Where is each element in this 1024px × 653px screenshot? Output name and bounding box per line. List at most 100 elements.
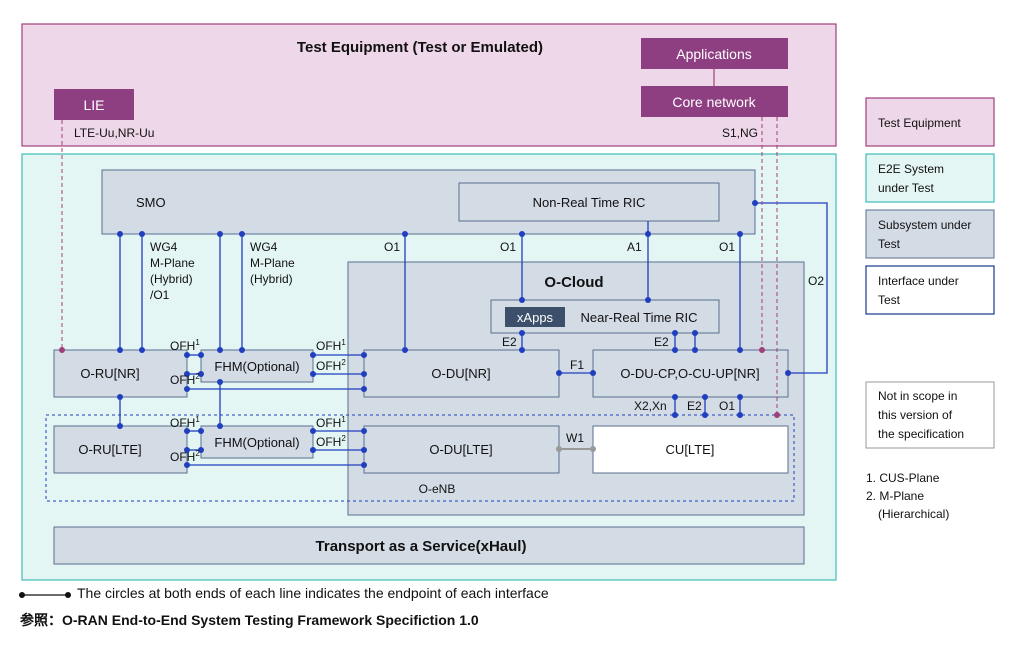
oenb-label: O-eNB <box>419 482 456 496</box>
legend-not-in-scope-swatch <box>865 381 995 449</box>
odu-nr-box <box>363 349 560 398</box>
legend-not-in-scope-line3: the specification <box>878 427 964 441</box>
wg4-left-line4: /O1 <box>150 288 170 302</box>
o2-label: O2 <box>808 274 824 288</box>
svg-text:OFH1: OFH1 <box>316 415 346 430</box>
ofh1-lte-a: OFH <box>170 416 195 430</box>
near-rt-ric-label: Near-Real Time RIC <box>580 310 697 325</box>
xapps-box <box>505 307 565 327</box>
svg-text:OFH2: OFH2 <box>316 358 346 373</box>
interface-labels: WG4 M-Plane (Hybrid) /O1 WG4 M-Plane (Hy… <box>150 240 824 464</box>
legend-test-equipment-swatch <box>865 97 995 147</box>
ofh2-lte-b-sup: 2 <box>341 434 346 443</box>
non-rt-ric-label: Non-Real Time RIC <box>533 195 646 210</box>
odu-cp-cu-up-box <box>592 349 789 398</box>
svg-text:OFH1: OFH1 <box>170 338 200 353</box>
legend-not-in-scope-line2: this version of <box>878 408 953 422</box>
svg-text:OFH2: OFH2 <box>170 449 200 464</box>
fhm-lte-box <box>200 425 314 459</box>
legend-e2e-swatch <box>865 153 995 203</box>
transport-box <box>53 526 805 565</box>
wg4-right-line3: (Hybrid) <box>250 272 293 286</box>
fhm-nr-label: FHM(Optional) <box>214 359 299 374</box>
xapps-label: xApps <box>517 310 554 325</box>
oru-nr-box <box>53 349 188 398</box>
endpoint-dots <box>59 200 791 468</box>
ofh1-lte-b: OFH <box>316 416 341 430</box>
oru-lte-label: O-RU[LTE] <box>78 442 141 457</box>
ofh1-lte-a-sup: 1 <box>195 415 200 424</box>
legend-interface-line2: Test <box>878 293 901 307</box>
legend-e2e-line2: under Test <box>878 181 934 195</box>
endpoint-note: The circles at both ends of each line in… <box>77 585 549 601</box>
legend-test-equipment: Test Equipment <box>878 116 961 130</box>
wg4-right-line2: M-Plane <box>250 256 295 270</box>
reference-note: 参照：O-RAN End-to-End System Testing Frame… <box>20 612 479 628</box>
e2-bottom-label: E2 <box>687 399 702 413</box>
ofh1-nr-b: OFH <box>316 339 341 353</box>
legend-note-2b: (Hierarchical) <box>878 507 949 521</box>
x2xn-label: X2,Xn <box>634 399 667 413</box>
legend-subsystem-line2: Test <box>878 237 901 251</box>
core-network-box <box>641 86 788 117</box>
wg4-left-line2: M-Plane <box>150 256 195 270</box>
lie-label: LIE <box>83 97 104 113</box>
ofh2-nr-b-sup: 2 <box>341 358 346 367</box>
o1-ric-label: O1 <box>500 240 516 254</box>
f1-label: F1 <box>570 358 584 372</box>
applications-label: Applications <box>676 46 752 62</box>
svg-text:OFH1: OFH1 <box>316 338 346 353</box>
legend-note-1: 1. CUS-Plane <box>866 471 940 485</box>
transport-label: Transport as a Service(xHaul) <box>316 538 527 555</box>
legend-e2e-line1: E2E System <box>878 162 944 176</box>
ofh2-nr-a-sup: 2 <box>195 372 200 381</box>
ofh1-nr-b-sup: 1 <box>341 338 346 347</box>
odu-lte-label: O-DU[LTE] <box>429 442 492 457</box>
oru-lte-box <box>53 425 188 474</box>
cu-lte-box <box>592 425 789 474</box>
non-rt-ric-box <box>458 182 720 222</box>
lie-iface-label: LTE-Uu,NR-Uu <box>74 126 154 140</box>
fhm-nr-box <box>200 349 314 383</box>
cu-lte-label: CU[LTE] <box>666 442 715 457</box>
ofh2-nr-b: OFH <box>316 359 341 373</box>
test-equipment-title: Test Equipment (Test or Emulated) <box>297 39 543 56</box>
w1-label: W1 <box>566 431 584 445</box>
o1-bottom-label: O1 <box>719 399 735 413</box>
endpoint-line-sample <box>19 592 71 598</box>
legend-note-2: 2. M-Plane <box>866 489 924 503</box>
applications-box <box>641 38 788 69</box>
e2-cp-label: E2 <box>654 335 669 349</box>
oenb-region <box>45 414 795 502</box>
wg4-right-line1: WG4 <box>250 240 278 254</box>
legend-subsystem-swatch <box>865 209 995 259</box>
ofh1-lte-b-sup: 1 <box>341 415 346 424</box>
oru-nr-label: O-RU[NR] <box>80 366 139 381</box>
odu-lte-box <box>363 425 560 474</box>
ofh2-nr-a: OFH <box>170 373 195 387</box>
ofh2-lte-a-sup: 2 <box>195 449 200 458</box>
legend-interface-line1: Interface under <box>878 274 959 288</box>
legend-interface-swatch <box>865 265 995 315</box>
svg-text:OFH2: OFH2 <box>316 434 346 449</box>
svg-text:OFH2: OFH2 <box>170 372 200 387</box>
legend-not-in-scope-line1: Not in scope in <box>878 389 957 403</box>
ofh1-nr-a: OFH <box>170 339 195 353</box>
lie-box <box>54 89 134 120</box>
a1-label: A1 <box>627 240 642 254</box>
ofh1-nr-a-sup: 1 <box>195 338 200 347</box>
test-dashed-lines <box>61 117 778 415</box>
svg-text:OFH1: OFH1 <box>170 415 200 430</box>
e2-odu-label: E2 <box>502 335 517 349</box>
legend: Test Equipment E2E System under Test Sub… <box>865 97 995 521</box>
ofh2-lte-a: OFH <box>170 450 195 464</box>
smo-label: SMO <box>136 195 166 210</box>
wg4-left-line1: WG4 <box>150 240 178 254</box>
legend-subsystem-line1: Subsystem under <box>878 218 971 232</box>
odu-cp-cu-up-label: O-DU-CP,O-CU-UP[NR] <box>620 366 759 381</box>
core-iface-label: S1,NG <box>722 126 758 140</box>
ocloud-label: O-Cloud <box>544 274 603 291</box>
odu-nr-label: O-DU[NR] <box>431 366 490 381</box>
fhm-lte-label: FHM(Optional) <box>214 435 299 450</box>
